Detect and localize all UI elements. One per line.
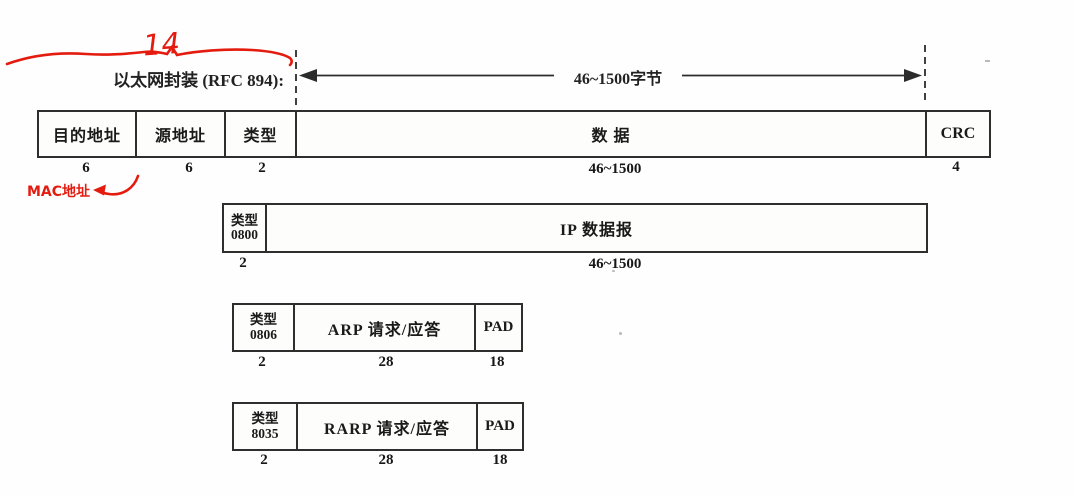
eth-data-size: 46~1500 [588,161,642,177]
eth-crc-size: 4 [952,159,960,175]
eth-dest-address-label: 目的地址 [52,128,121,145]
arp-type-field: 类型 0806 [232,303,295,352]
eth-type-label: 类型 [243,128,278,145]
arp-size: 28 [378,354,394,370]
ip-datagram-size: 46~1500 [588,256,642,272]
span-arrow-right-head-icon [904,69,922,82]
scan-noise-dot [985,60,990,62]
arp-type-code: 0806 [250,326,277,342]
red-header-brace [5,44,293,67]
ip-datagram-label: IP 数据报 [559,222,634,239]
rarp-type-field: 类型 8035 [232,402,298,451]
eth-dest-size: 6 [82,160,90,176]
span-arrow-label: 46~1500字节 [554,65,682,89]
scan-noise-dot [612,270,615,272]
rarp-type-stack: 类型 8035 [252,412,279,440]
eth-data-field: 数 据 [295,110,927,158]
rarp-request-reply-label: RARP 请求/应答 [323,420,450,438]
eth-type-field: 类型 [224,110,297,158]
ip-datagram-field: IP 数据报 [265,203,928,253]
arp-type-label: 类型 [250,312,277,328]
arp-pad-label: PAD [483,319,514,335]
arp-type-stack: 类型 0806 [250,313,277,341]
scan-noise-dot [619,332,622,335]
rarp-pad-field: PAD [476,402,524,451]
rarp-size: 28 [378,452,394,468]
eth-crc-field: CRC [925,110,991,158]
ip-type-label: 类型 [231,212,258,228]
eth-src-size: 6 [185,160,193,176]
diagram-title: 以太网封装 (RFC 894): [113,71,284,90]
red-mac-arrow-head-icon [93,184,106,196]
arp-request-reply-label: ARP 请求/应答 [327,321,442,339]
ip-type-size: 2 [239,255,247,271]
red-header-length-value: 14 [142,26,181,62]
rarp-type-code: 8035 [251,425,279,441]
eth-data-label: 数 据 [591,128,631,145]
eth-crc-label: CRC [940,125,976,142]
red-mac-arrow [95,174,140,196]
arp-pad-field: PAD [474,303,523,352]
arp-type-size: 2 [258,354,266,370]
eth-dest-address-field: 目的地址 [37,110,137,158]
eth-src-address-label: 源地址 [154,128,206,145]
eth-type-size: 2 [258,160,266,176]
eth-src-address-field: 源地址 [135,110,226,158]
span-arrow-left-head-icon [299,69,317,82]
arp-pad-size: 18 [489,354,505,370]
ip-type-stack: 类型 0800 [231,212,258,242]
ip-type-code: 0800 [231,227,258,242]
rarp-pad-label: PAD [485,418,515,434]
rarp-request-reply-field: RARP 请求/应答 [296,402,478,451]
rarp-pad-size: 18 [492,452,508,468]
arp-request-reply-field: ARP 请求/应答 [293,303,476,352]
rarp-type-size: 2 [260,452,268,468]
ip-type-field: 类型 0800 [222,203,267,253]
rarp-type-label: 类型 [251,411,279,427]
mac-address-note: MAC地址 [27,184,91,200]
